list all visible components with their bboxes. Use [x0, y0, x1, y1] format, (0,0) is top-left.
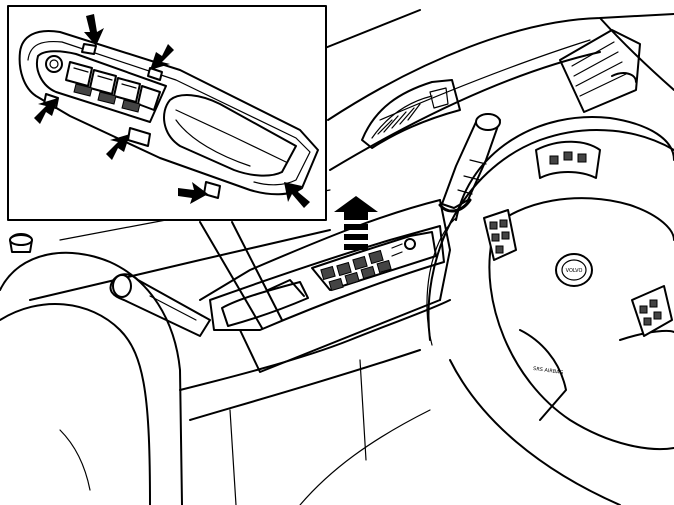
gear-lever: [438, 113, 501, 213]
clip-top-right: [147, 67, 163, 81]
callout-line-right: [231, 221, 283, 321]
instrument-cluster: [535, 140, 601, 179]
a-pillar-line: [599, 17, 674, 91]
window-switches: [65, 61, 161, 113]
switch-panel-housing: [18, 30, 319, 199]
console-storage-pocket: [221, 281, 309, 327]
door-trim-line: [329, 51, 601, 171]
front-seat: [0, 189, 331, 505]
callout-line-left: [199, 221, 263, 329]
window-frame-line: [319, 9, 421, 51]
arrow-top-left: [84, 14, 104, 46]
arrow-top-right: [150, 44, 174, 70]
up-arrow-icon: [334, 196, 378, 250]
arrow-bottom-right: [178, 182, 208, 204]
airbag-label: SRS AIRBAG: [533, 366, 564, 376]
clip-top-left: [81, 43, 97, 55]
arrow-bottom: [106, 134, 130, 160]
arrow-pointer-icon: [34, 14, 310, 208]
steering-emblem: [555, 253, 593, 287]
window-switch-panel-scene: [209, 225, 445, 331]
detail-inset: [7, 5, 327, 221]
lock-switch: [45, 55, 63, 73]
air-vent: [559, 29, 641, 113]
arrow-far-right: [284, 182, 310, 208]
door-inner-line: [379, 39, 591, 121]
car-interior-scene: VOLVO SRS AIRBAG: [0, 9, 674, 505]
clip-bottom-right: [203, 181, 221, 199]
steering-emblem-text: VOLVO: [566, 268, 583, 274]
door-handle: [361, 79, 461, 149]
arrow-left: [34, 98, 58, 124]
steering-right-buttons: [631, 285, 673, 337]
steering-wheel: VOLVO SRS AIRBAG: [426, 116, 674, 505]
door-top-line: [327, 13, 674, 121]
handbrake-lever: [109, 273, 211, 337]
